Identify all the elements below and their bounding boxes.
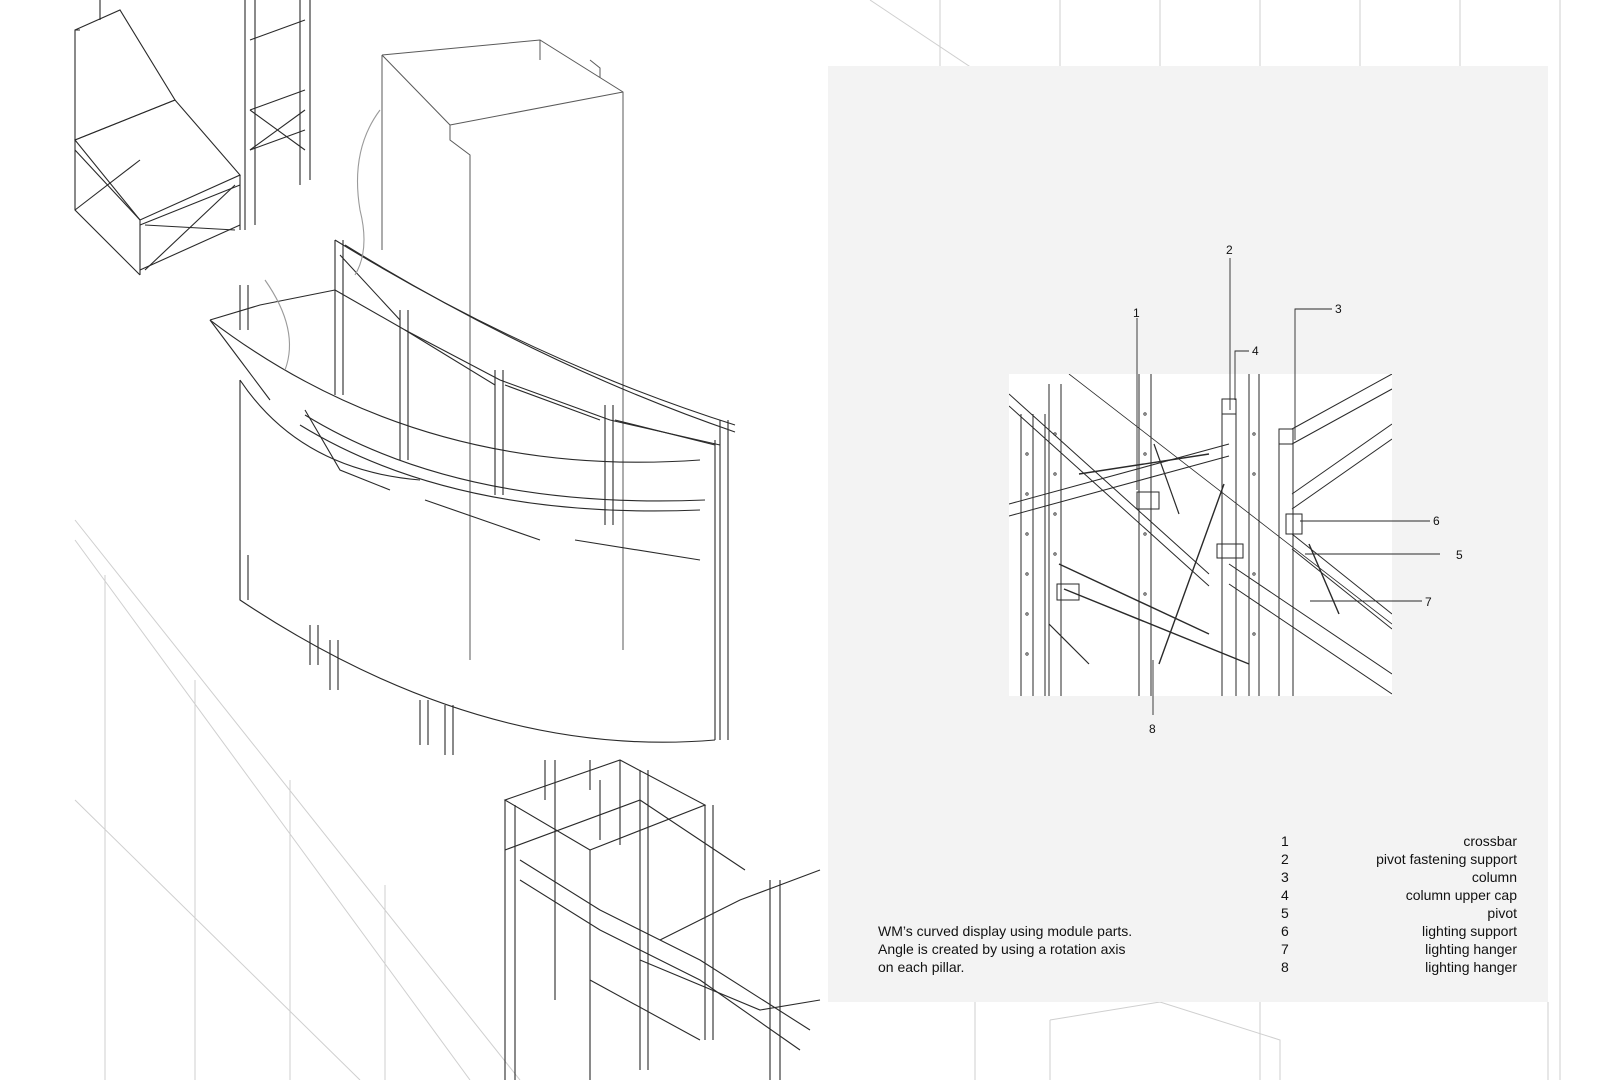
legend-label: column [1471, 869, 1517, 885]
legend-row: 1 crossbar [1281, 832, 1517, 850]
parts-legend: 1 crossbar 2 pivot fastening support 3 c… [1281, 832, 1517, 976]
caption-line: WM’s curved display using module parts. [878, 923, 1133, 939]
legend-label: lighting support [1422, 923, 1517, 939]
legend-label: column upper cap [1405, 887, 1517, 903]
detail-inset [1009, 374, 1392, 696]
legend-number: 7 [1281, 941, 1289, 957]
legend-row: 4 column upper cap [1281, 886, 1517, 904]
legend-number: 2 [1281, 851, 1289, 867]
legend-row: 6 lighting support [1281, 922, 1517, 940]
callout-1: 1 [1133, 306, 1140, 320]
legend-row: 5 pivot [1281, 904, 1517, 922]
legend-number: 4 [1281, 887, 1289, 903]
legend-label: lighting hanger [1425, 941, 1517, 957]
caption-line: on each pillar. [878, 959, 965, 975]
legend-number: 3 [1281, 869, 1289, 885]
legend-row: 3 column [1281, 868, 1517, 886]
callout-8: 8 [1149, 722, 1156, 736]
callout-6: 6 [1433, 514, 1440, 528]
legend-label: pivot fastening support [1376, 851, 1517, 867]
legend-number: 8 [1281, 959, 1289, 975]
callout-4: 4 [1252, 344, 1259, 358]
legend-label: pivot [1487, 905, 1517, 921]
callout-7: 7 [1425, 595, 1432, 609]
legend-row: 2 pivot fastening support [1281, 850, 1517, 868]
legend-row: 7 lighting hanger [1281, 940, 1517, 958]
legend-number: 1 [1281, 833, 1289, 849]
caption: WM’s curved display using module parts. … [878, 922, 1198, 976]
legend-label: lighting hanger [1425, 959, 1517, 975]
callout-3: 3 [1335, 302, 1342, 316]
caption-line: Angle is created by using a rotation axi… [878, 941, 1126, 957]
legend-label: crossbar [1463, 833, 1517, 849]
legend-number: 5 [1281, 905, 1289, 921]
callout-5: 5 [1456, 548, 1463, 562]
legend-number: 6 [1281, 923, 1289, 939]
callout-2: 2 [1226, 243, 1233, 257]
legend-row: 8 lighting hanger [1281, 958, 1517, 976]
